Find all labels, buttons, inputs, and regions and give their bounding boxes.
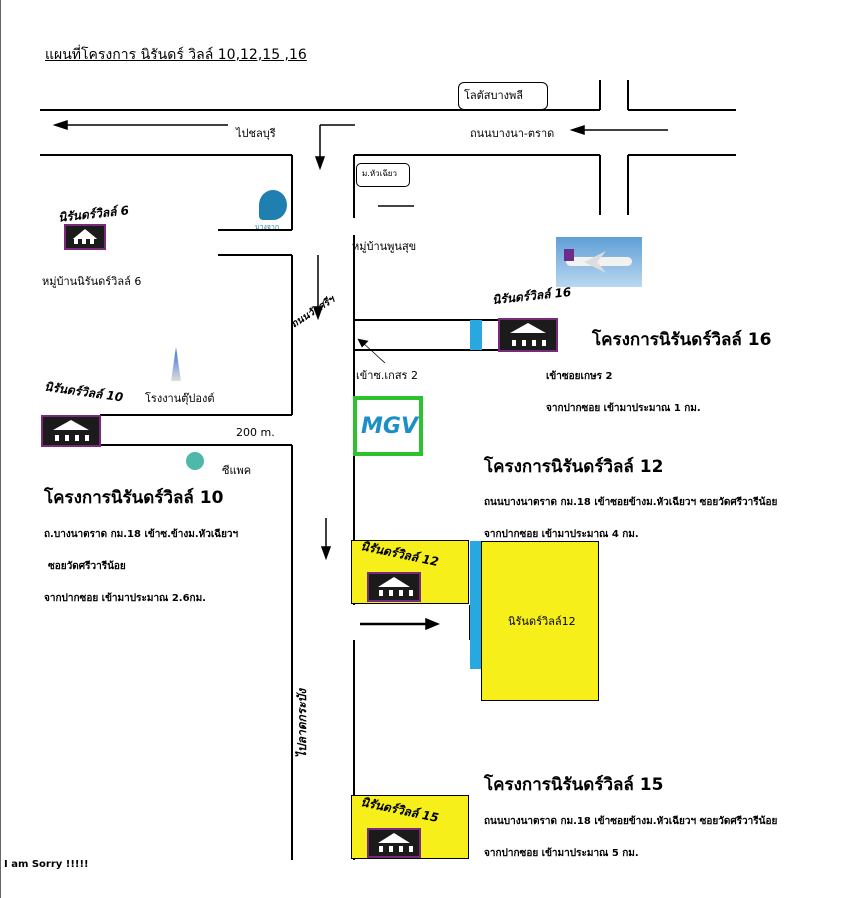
factory-pin-icon bbox=[171, 347, 181, 381]
house-icon-v10 bbox=[41, 415, 101, 447]
v12-blue-strip bbox=[470, 541, 481, 669]
v12-plot-label: นิรันดร์วิลล์12 bbox=[508, 615, 576, 628]
huachiew-mark bbox=[378, 205, 414, 207]
house-icon-v16 bbox=[498, 318, 558, 352]
p10-line2: ซอยวัดศรีวารีน้อย bbox=[48, 561, 126, 572]
house-icon-v6 bbox=[64, 224, 106, 250]
v12-plot bbox=[481, 541, 599, 701]
p15-title: โครงการนิรันดร์วิลล์ 15 bbox=[484, 775, 664, 795]
p15-line1: ถนนบางนาตราด กม.18 เข้าซอยข้างม.หัวเฉียว… bbox=[484, 816, 778, 827]
house-icon-v12 bbox=[367, 572, 421, 602]
house-icon-v15 bbox=[367, 828, 421, 858]
map-title: แผนที่โครงการ นิรันดร์ วิลล์ 10,12,15 ,1… bbox=[45, 47, 307, 63]
bangchak-leaf-icon bbox=[259, 190, 287, 220]
v6-village-label: หมู่บ้านนิรันดร์วิลล์ 6 bbox=[42, 275, 142, 288]
cpac-icon bbox=[186, 452, 204, 470]
bangchak-name: บางจาก bbox=[255, 223, 280, 231]
phunsuk-label: หมู่บ้านพูนสุข bbox=[352, 240, 417, 253]
p10-line3: จากปากซอย เข้ามาประมาณ 2.6กม. bbox=[44, 593, 206, 604]
v16-blue-strip bbox=[470, 320, 482, 350]
p12-line2: จากปากซอย เข้ามาประมาณ 4 กม. bbox=[484, 529, 639, 540]
p10-line1: ถ.บางนาตราด กม.18 เข้าซ.ข้างม.หัวเฉียวฯ bbox=[44, 529, 239, 540]
page-left-border bbox=[0, 0, 1, 898]
distance-200m: 200 m. bbox=[236, 426, 275, 439]
p16-line2: จากปากซอย เข้ามาประมาณ 1 กม. bbox=[546, 403, 701, 414]
p16-line1: เข้าซอยเกษร 2 bbox=[546, 371, 613, 382]
cpac-label: ซีแพค bbox=[222, 464, 252, 477]
bangna-trat-label: ถนนบางนา-ตราด bbox=[470, 127, 555, 140]
bangchak-logo: บางจาก bbox=[255, 188, 291, 232]
airplane-icon bbox=[566, 257, 632, 266]
p10-title: โครงการนิรันดร์วิลล์ 10 bbox=[44, 488, 224, 508]
lotus-box bbox=[458, 82, 548, 110]
p12-line1: ถนนบางนาตราด กม.18 เข้าซอยข้างม.หัวเฉียว… bbox=[484, 497, 778, 508]
factory-label: โรงงานตุ๊ปองต์ bbox=[145, 392, 215, 405]
huachiew-label: ม.หัวเฉียว bbox=[362, 169, 397, 178]
footer-note: I am Sorry !!!!! bbox=[4, 859, 89, 870]
p16-title: โครงการนิรันดร์วิลล์ 16 bbox=[592, 330, 772, 350]
mgv-logo-text: MGV bbox=[361, 414, 418, 439]
mgv-logo: MGV bbox=[353, 396, 423, 456]
airplane-photo bbox=[556, 237, 642, 287]
huachiew-box bbox=[356, 163, 410, 187]
to-latkrabang-label: ไปลาดกระบัง bbox=[295, 688, 309, 758]
p12-title: โครงการนิรันดร์วิลล์ 12 bbox=[484, 457, 664, 477]
lotus-label: โลตัสบางพลี bbox=[464, 89, 524, 102]
p15-line2: จากปากซอย เข้ามาประมาณ 5 กม. bbox=[484, 848, 639, 859]
to-chonburi-label: ไปชลบุรี bbox=[236, 127, 276, 140]
kaset2-label: เข้าซ.เกสร 2 bbox=[356, 369, 418, 382]
